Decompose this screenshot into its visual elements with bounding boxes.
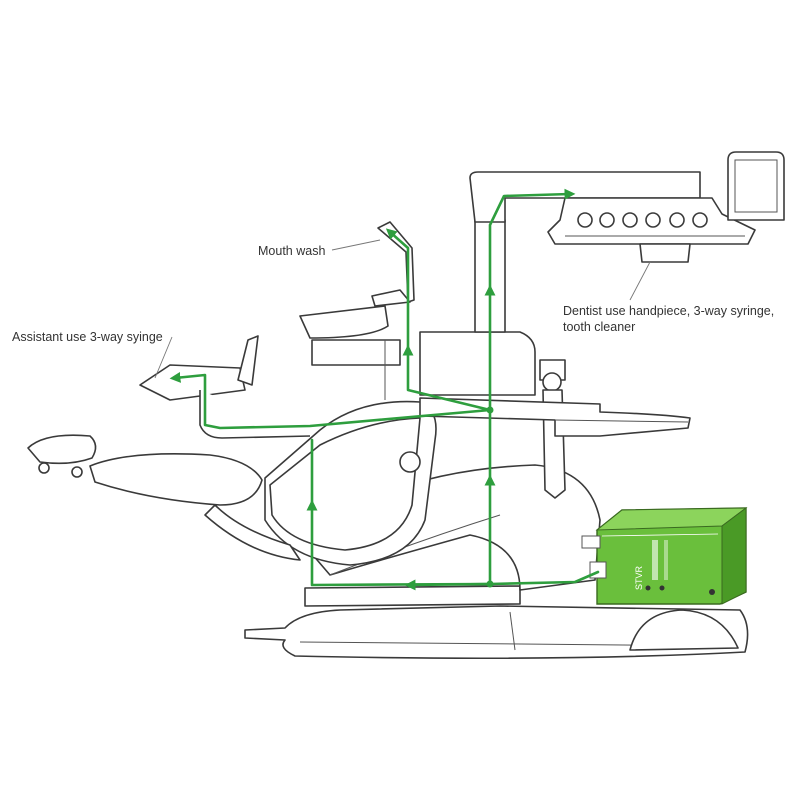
label-dentist-line1: Dentist use handpiece, 3-way syringe, — [563, 304, 775, 318]
water-flow-lines — [169, 188, 600, 591]
water-treatment-device: STVR — [581, 507, 748, 605]
assistant-arm — [139, 335, 311, 439]
headrest — [27, 434, 301, 561]
device-brand: STVR — [634, 565, 644, 590]
label-dentist-instruments: Dentist use handpiece, 3-way syringe, to… — [563, 303, 774, 335]
side-tray — [419, 397, 691, 437]
label-dentist-line2: tooth cleaner — [563, 320, 636, 334]
dental-chair-seat — [264, 400, 437, 566]
label-mouth-wash: Mouth wash — [258, 244, 326, 258]
label-assistant-syringe: Assistant use 3-way syinge — [12, 330, 163, 344]
dentist-instrument-tray — [547, 151, 785, 263]
cuspidor — [299, 221, 415, 400]
chair-base — [244, 605, 749, 660]
label-leaders — [154, 239, 651, 379]
